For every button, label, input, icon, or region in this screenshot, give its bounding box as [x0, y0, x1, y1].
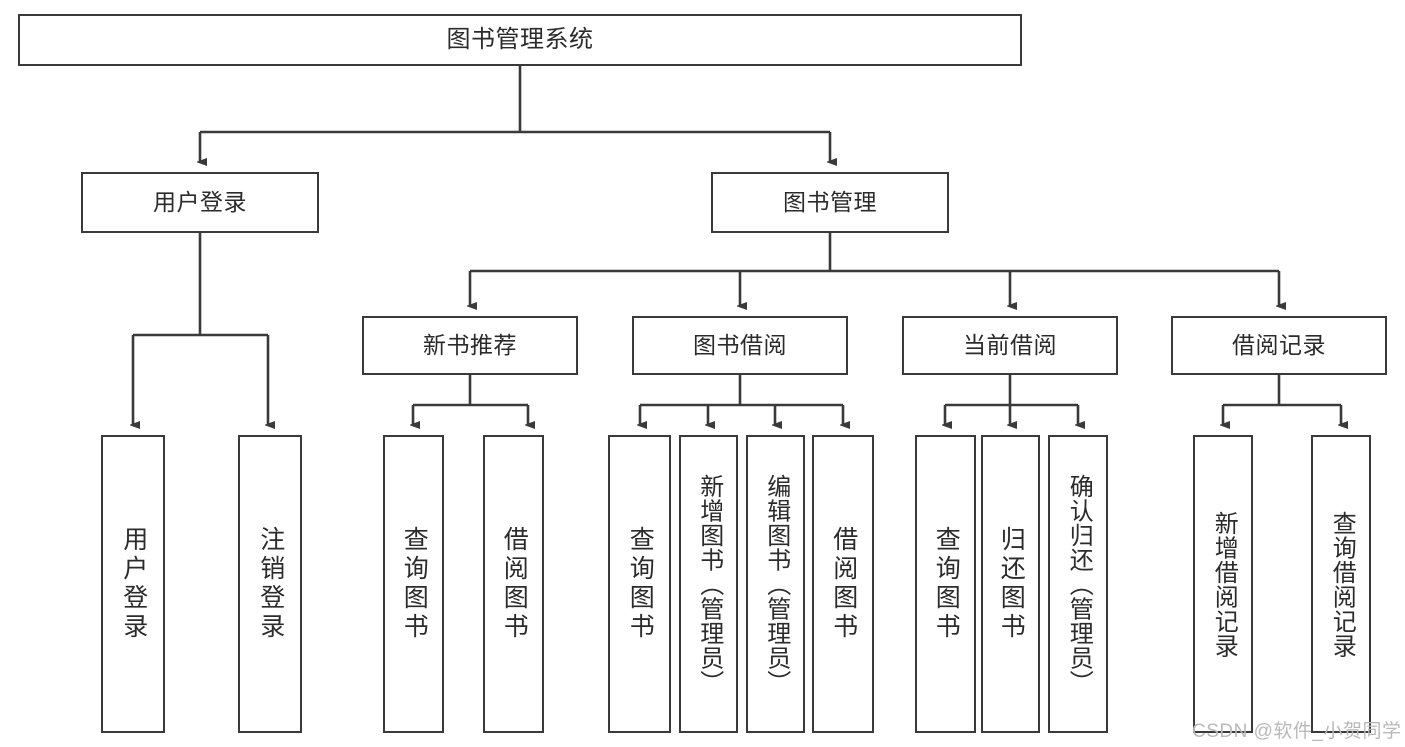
node-label: 查询图书: [932, 526, 961, 642]
node-label: 当前借阅: [963, 331, 1057, 358]
node-new-book-recommend[interactable]: 新书推荐: [362, 316, 578, 375]
watermark-text: CSDN @软件_小贺同学: [1192, 721, 1402, 742]
node-label: 注销登录: [256, 526, 285, 642]
node-current-borrow[interactable]: 当前借阅: [902, 316, 1118, 375]
leaf-current-query-book[interactable]: 查询图书: [915, 435, 976, 733]
leaf-user-login[interactable]: 用户登录: [101, 435, 165, 733]
leaf-logout[interactable]: 注销登录: [238, 435, 302, 733]
leaf-borrow-edit-book-admin[interactable]: 编辑图书（管理员）: [746, 435, 805, 733]
node-label: 借阅图书: [500, 526, 529, 642]
watermark: CSDN @软件_小贺同学: [1192, 716, 1401, 743]
node-label: 归还图书: [997, 526, 1026, 642]
node-label: 查询图书: [626, 526, 655, 642]
node-label: 查询图书: [400, 526, 429, 642]
node-label: 图书管理系统: [446, 25, 594, 53]
node-label: 新增借阅记录: [1210, 510, 1238, 658]
leaf-borrow-borrow-book[interactable]: 借阅图书: [812, 435, 874, 733]
node-label: 用户登录: [153, 188, 247, 215]
leaf-current-confirm-return-admin[interactable]: 确认归还（管理员）: [1048, 435, 1108, 733]
leaf-record-query-record[interactable]: 查询借阅记录: [1311, 435, 1371, 733]
leaf-newbook-query-book[interactable]: 查询图书: [383, 435, 444, 733]
node-borrow-record[interactable]: 借阅记录: [1171, 316, 1387, 375]
leaf-newbook-borrow-book[interactable]: 借阅图书: [483, 435, 544, 733]
node-label: 新增图书（管理员）: [695, 473, 723, 695]
leaf-borrow-add-book-admin[interactable]: 新增图书（管理员）: [679, 435, 738, 733]
node-label: 确认归还（管理员）: [1065, 473, 1093, 695]
node-label: 编辑图书（管理员）: [762, 473, 790, 695]
node-root-system[interactable]: 图书管理系统: [18, 14, 1022, 66]
node-label: 新书推荐: [423, 331, 517, 358]
node-label: 图书借阅: [693, 331, 787, 358]
node-label: 借阅记录: [1232, 331, 1326, 358]
leaf-current-return-book[interactable]: 归还图书: [981, 435, 1040, 733]
node-book-management[interactable]: 图书管理: [711, 172, 949, 233]
node-label: 借阅图书: [829, 526, 858, 642]
node-label: 用户登录: [119, 526, 148, 642]
node-user-login[interactable]: 用户登录: [81, 172, 319, 233]
node-label: 查询借阅记录: [1328, 510, 1356, 658]
node-label: 图书管理: [783, 188, 877, 215]
leaf-borrow-query-book[interactable]: 查询图书: [608, 435, 671, 733]
leaf-record-add-record[interactable]: 新增借阅记录: [1193, 435, 1253, 733]
node-book-borrow[interactable]: 图书借阅: [632, 316, 848, 375]
